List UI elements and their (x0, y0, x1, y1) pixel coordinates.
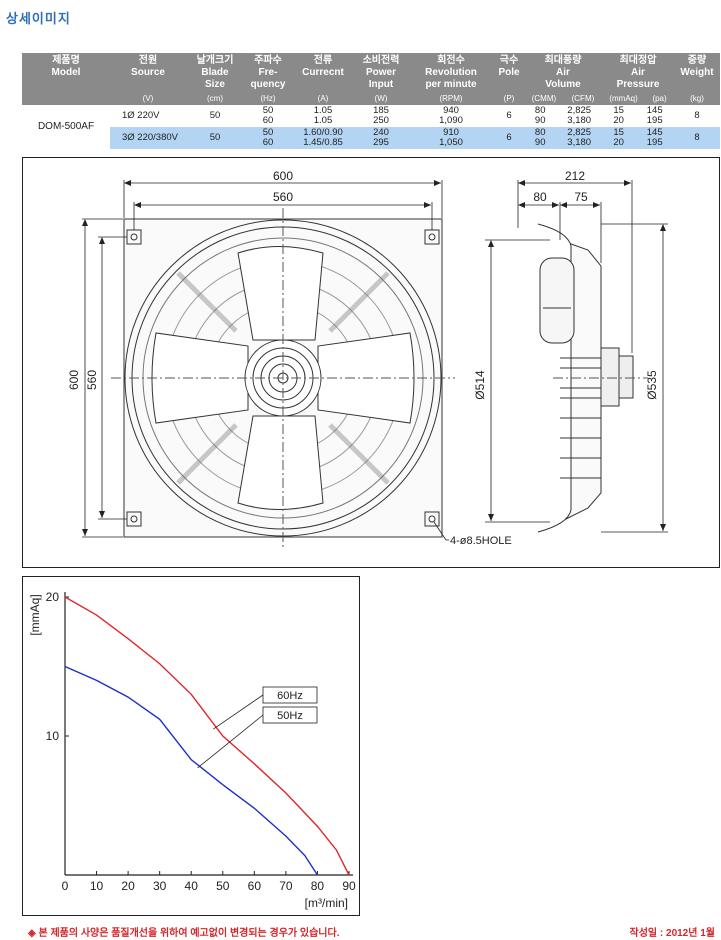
x-tick-label: 50 (216, 879, 230, 893)
weight-cell: 8 (674, 105, 720, 127)
dim-height-outer: 600 (67, 370, 81, 390)
weight-cell: 8 (674, 127, 720, 149)
chart-axes: 0 10 20 30 40 50 60 70 80 90 10 20 (46, 590, 356, 893)
x-tick-label: 30 (153, 879, 167, 893)
model-cell: DOM-500AF (22, 105, 110, 149)
x-tick-label: 10 (90, 879, 104, 893)
legend-leader-line (213, 694, 264, 730)
chart-legend: 60Hz 50Hz (197, 686, 318, 769)
pole-cell: 6 (494, 105, 524, 127)
drawing-svg: 600 560 600 560 4-ø8.5HOLE (67, 169, 668, 550)
x-tick-label: 70 (279, 879, 293, 893)
blade-cell: 50 (186, 105, 244, 127)
x-tick-label: 0 (62, 879, 69, 893)
dim-depth-b: 75 (574, 190, 588, 204)
legend-box (262, 686, 318, 704)
side-view (537, 223, 648, 533)
y-tick-label: 10 (46, 729, 60, 743)
dim-width-outer: 600 (273, 169, 293, 183)
source-cell: 1Ø 220V (110, 105, 186, 127)
dim-width-inner: 560 (273, 190, 293, 204)
blade-cell: 50 (186, 127, 244, 149)
dim-dia-inner: Ø514 (473, 370, 487, 400)
technical-drawing: 600 560 600 560 4-ø8.5HOLE (22, 157, 720, 568)
legend-leader-line (197, 714, 264, 769)
source-cell: 3Ø 220/380V (110, 127, 186, 149)
pole-cell: 6 (494, 127, 524, 149)
y-axis-label: [mmAq] (28, 594, 42, 635)
dim-dia-outer: Ø535 (645, 370, 659, 400)
x-tick-label: 90 (342, 879, 356, 893)
dim-depth-a: 80 (533, 190, 547, 204)
page-title: 상세이미지 (6, 11, 71, 26)
front-view (111, 208, 455, 550)
dim-height-inner: 560 (85, 370, 99, 390)
dim-depth-total: 212 (565, 169, 585, 183)
x-tick-label: 80 (311, 879, 325, 893)
legend-label: 60Hz (277, 690, 303, 702)
x-tick-label: 60 (248, 879, 262, 893)
x-axis-label: [m³/min] (305, 896, 348, 910)
hole-label: 4-ø8.5HOLE (450, 535, 512, 547)
chart-series (64, 596, 350, 876)
date-text: 작성일 : 2012년 1월 (629, 928, 715, 939)
side-dimensions (485, 180, 668, 533)
series-line-60hz (64, 596, 350, 876)
x-tick-label: 20 (121, 879, 135, 893)
front-dimensions (82, 180, 449, 541)
legend-box (262, 706, 318, 724)
series-line-50hz (64, 665, 319, 876)
legend-label: 50Hz (277, 710, 303, 722)
y-tick-label: 20 (46, 590, 60, 604)
x-tick-label: 40 (185, 879, 199, 893)
notice-text: ◈ 본 제품의 사양은 품질개선을 위하여 예고없이 변경되는 경우가 있습니다… (28, 928, 340, 939)
